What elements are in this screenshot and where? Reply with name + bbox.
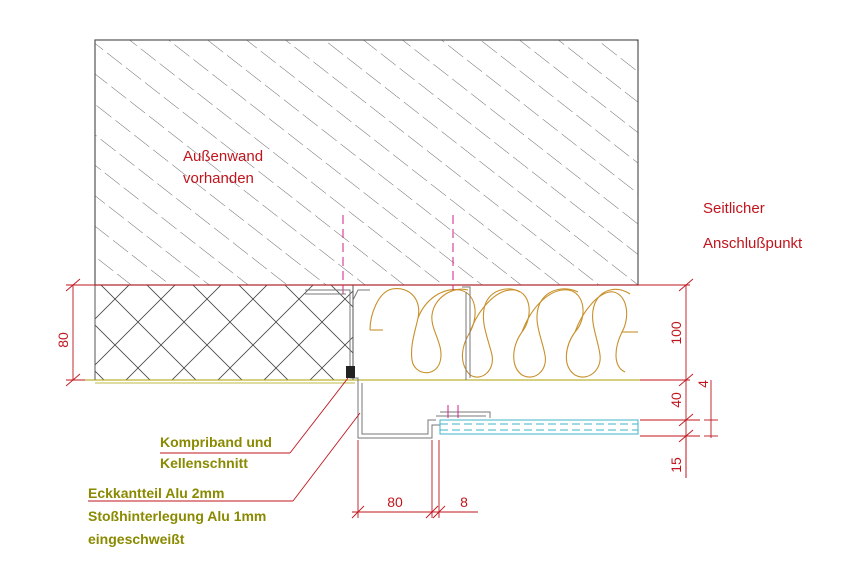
cross-hatched-panel bbox=[94, 284, 354, 381]
dim-bottom-80-label: 80 bbox=[387, 494, 403, 510]
existing-wall bbox=[94, 39, 639, 286]
dim-right-15-label: 15 bbox=[668, 457, 684, 473]
alu-profile bbox=[305, 286, 491, 439]
dim-right-4-label: 4 bbox=[695, 380, 711, 388]
note2-line2: Stoßhinterlegung Alu 1mm bbox=[88, 508, 266, 524]
existing-wall-label-line1: Außenwand bbox=[183, 148, 263, 165]
dim-bottom-8-label: 8 bbox=[460, 494, 468, 510]
note2-line3: eingeschweißt bbox=[88, 531, 185, 547]
title-line2: Anschlußpunkt bbox=[703, 235, 803, 252]
dim-right-100-label: 100 bbox=[668, 321, 684, 345]
insulation-loops bbox=[369, 288, 638, 378]
title-line1: Seitlicher bbox=[703, 200, 765, 217]
dim-right-stack bbox=[640, 278, 718, 478]
note2-line1: Eckkantteil Alu 2mm bbox=[88, 485, 224, 501]
note-leaders bbox=[88, 377, 361, 502]
dim-left-80-label: 80 bbox=[55, 332, 71, 348]
fixing-marks bbox=[447, 405, 459, 418]
compression-tape bbox=[346, 366, 355, 378]
existing-wall-label-line2: vorhanden bbox=[183, 170, 254, 187]
note1-line1: Kompriband und bbox=[160, 434, 272, 450]
note1-line2: Kellenschnitt bbox=[160, 455, 248, 471]
dim-right-40-label: 40 bbox=[668, 392, 684, 408]
dim-left-80 bbox=[65, 278, 81, 387]
anchor-dashed-lines bbox=[342, 215, 454, 295]
glazing-panel bbox=[439, 419, 639, 435]
dim-bottom bbox=[351, 440, 478, 519]
